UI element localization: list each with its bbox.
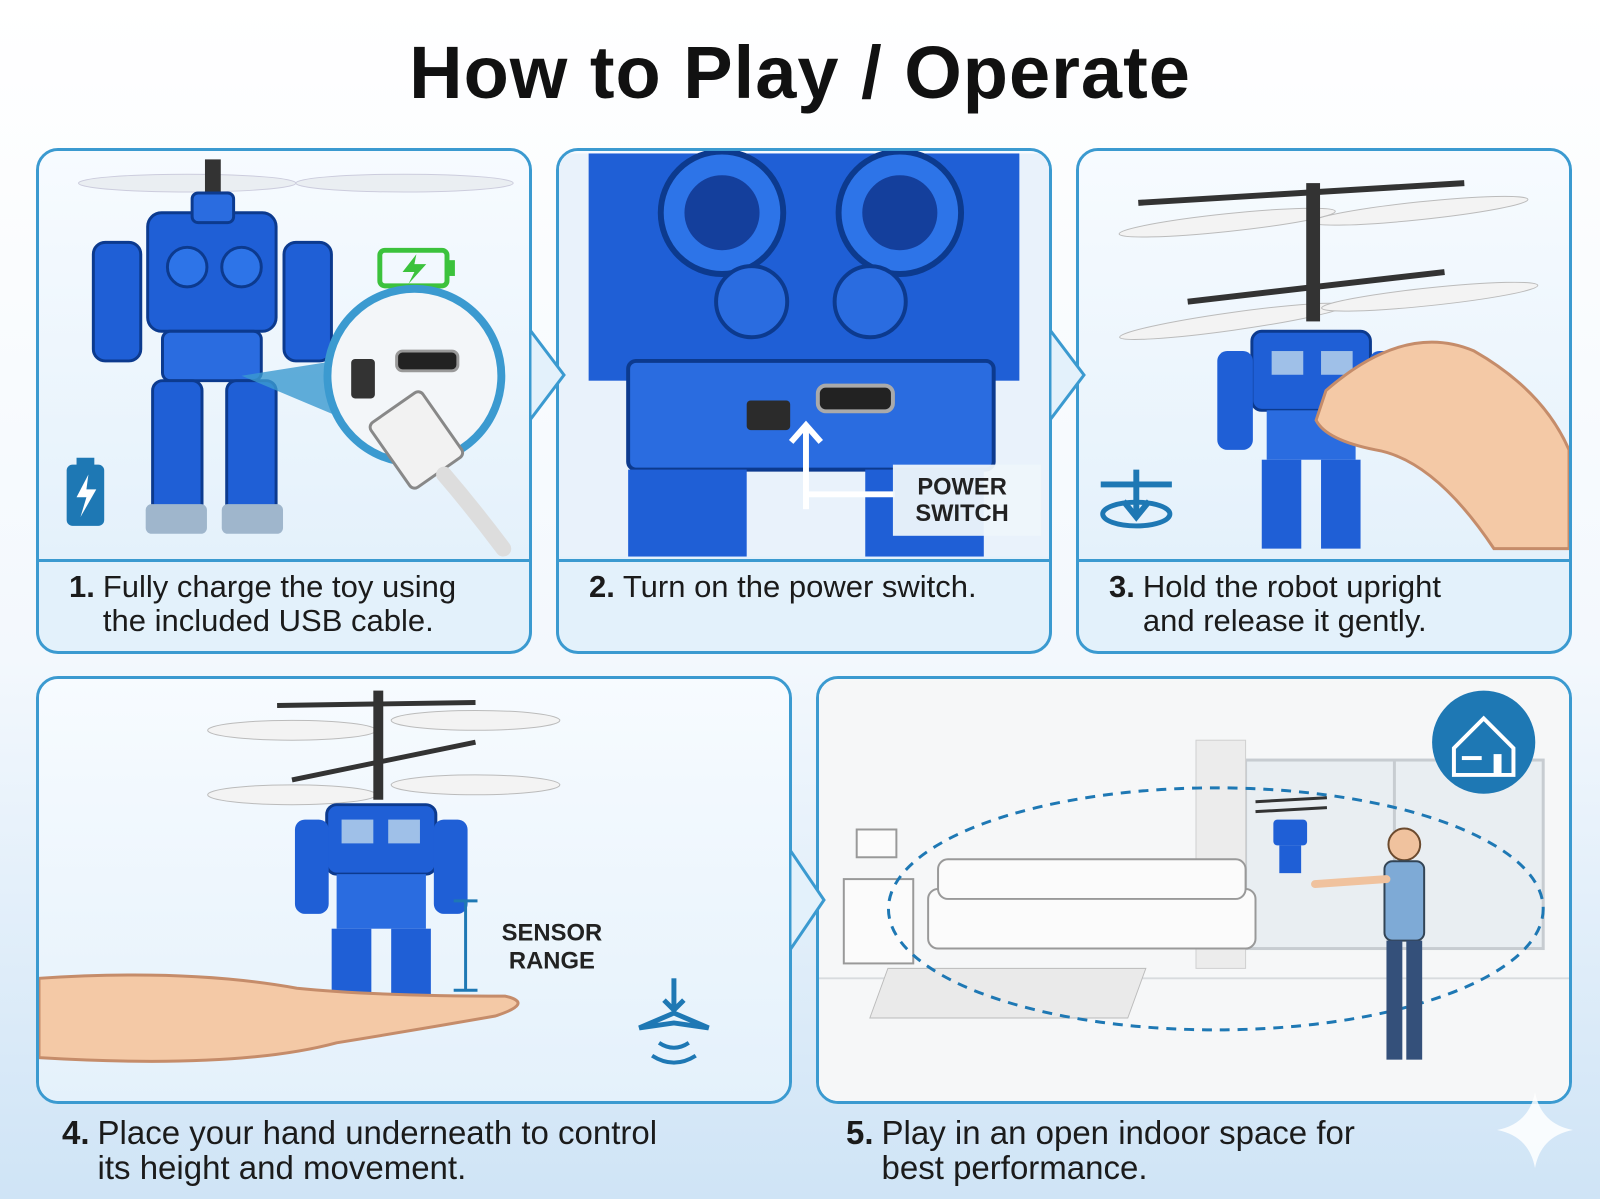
step-3-illustration [1079,151,1569,562]
step-5-caption: 5. Play in an open indoor space for best… [846,1115,1355,1185]
step-5-panel [816,676,1572,1104]
takeoff-icon [1100,469,1173,529]
step-2-panel: POWER SWITCH 2. Turn on the power switch… [556,148,1052,654]
hand [39,973,520,1063]
sensor-range-arrow [453,899,478,992]
arrow-4-to-5 [790,850,826,950]
step-3-caption: 3. Hold the robot upright and release it… [1079,556,1569,651]
step-4-caption: 4. Place your hand underneath to control… [62,1115,657,1185]
person [1311,827,1426,1060]
robot-figure [91,191,333,534]
step-number: 5. [846,1114,874,1151]
flight-path [886,786,1545,1032]
step-text: Hold the robot upright and release it ge… [1142,569,1441,638]
step-1-panel: 1. Fully charge the toy using the includ… [36,148,532,654]
rotor-blades [207,690,561,806]
step-5-illustration [819,679,1569,1101]
hand [1314,340,1569,551]
arrow-1-to-2 [530,330,566,420]
usb-plug [368,390,512,557]
step-text: Place your hand underneath to control it… [97,1114,658,1186]
rotor-blades [1118,180,1539,341]
step-4-illustration: SENSOR RANGE [39,679,789,1101]
step-4-panel: SENSOR RANGE [36,676,792,1104]
step-number: 3. [1109,569,1135,604]
power-switch-label: POWER [917,474,1007,500]
step-1-illustration [39,151,529,562]
sofa [927,858,1257,950]
indoor-home-icon [1432,690,1536,794]
step-number: 2. [589,569,615,604]
sparkle-icon [1497,1092,1573,1168]
robot-figure [294,803,468,999]
step-number: 1. [69,569,95,604]
hand-sensor-icon [638,978,710,1065]
sensor-range-label: SENSOR [502,920,603,947]
sensor-range-label-2: RANGE [509,947,595,974]
step-2-caption: 2. Turn on the power switch. [559,556,1049,651]
arrow-2-to-3 [1050,330,1086,420]
step-text: Turn on the power switch. [622,569,977,604]
step-1-caption: 1. Fully charge the toy using the includ… [39,556,529,651]
page-title: How to Play / Operate [409,31,1191,114]
battery-charging-icon [377,247,455,289]
step-2-illustration: POWER SWITCH [559,151,1049,562]
power-switch-label-2: SWITCH [915,501,1008,527]
step-3-panel: 3. Hold the robot upright and release it… [1076,148,1572,654]
step-text: Fully charge the toy using the included … [102,569,457,638]
battery-icon [66,457,105,526]
step-text: Play in an open indoor space for best pe… [881,1114,1355,1186]
robot-figure [1255,796,1328,874]
step-number: 4. [62,1114,90,1151]
